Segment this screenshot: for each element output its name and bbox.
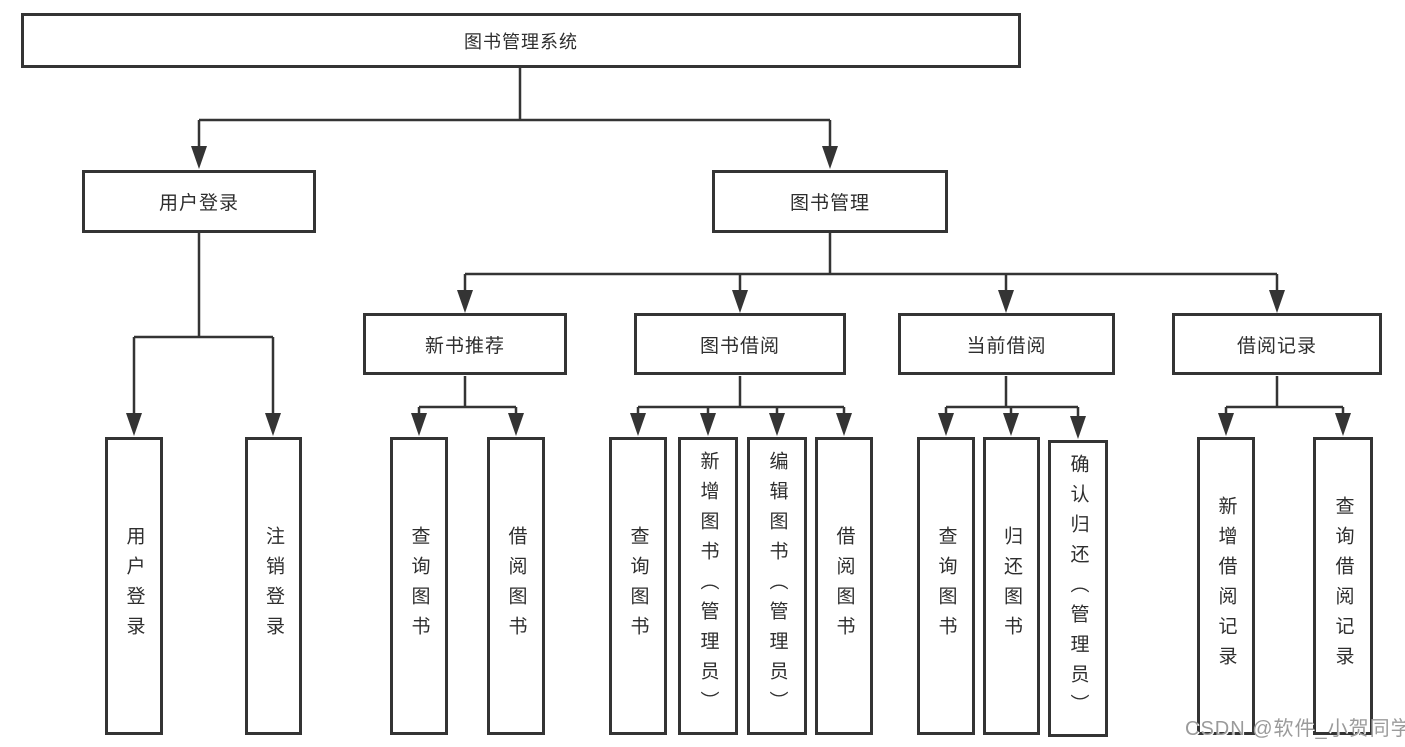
leaf-label: 归还图书 bbox=[1001, 526, 1022, 646]
node-book-management: 图书管理 bbox=[712, 170, 948, 233]
leaf-logout-login: 注销登录 bbox=[245, 437, 302, 735]
leaf-label: 查询借阅记录 bbox=[1332, 496, 1354, 676]
leaf-label: 查询图书 bbox=[408, 526, 430, 646]
leaf-label: 借阅图书 bbox=[505, 526, 527, 646]
leaf-label: 确认归还（管理员） bbox=[1067, 453, 1089, 724]
leaf-user-login: 用户登录 bbox=[105, 437, 163, 735]
node-new-book-recommendation: 新书推荐 bbox=[363, 313, 567, 375]
leaf-return-books: 归还图书 bbox=[983, 437, 1040, 735]
leaf-label: 查询图书 bbox=[935, 526, 957, 646]
leaf-borrow-books: 借阅图书 bbox=[815, 437, 873, 735]
leaf-edit-books-admin: 编辑图书（管理员） bbox=[747, 437, 807, 735]
node-borrowing-records: 借阅记录 bbox=[1172, 313, 1382, 375]
leaf-query-books-recommend: 查询图书 bbox=[390, 437, 448, 735]
leaf-add-borrow-record: 新增借阅记录 bbox=[1197, 437, 1255, 735]
node-book-borrowing: 图书借阅 bbox=[634, 313, 846, 375]
node-current-borrowing: 当前借阅 bbox=[898, 313, 1115, 375]
leaf-label: 借阅图书 bbox=[833, 526, 855, 646]
node-user-login: 用户登录 bbox=[82, 170, 316, 233]
leaf-borrow-books-recommend: 借阅图书 bbox=[487, 437, 545, 735]
leaf-query-borrow-record: 查询借阅记录 bbox=[1313, 437, 1373, 735]
csdn-watermark: CSDN @软件_小贺同学 bbox=[1185, 718, 1405, 740]
leaf-label: 注销登录 bbox=[263, 526, 284, 646]
leaf-label: 新增借阅记录 bbox=[1215, 496, 1237, 676]
leaf-label: 查询图书 bbox=[627, 526, 649, 646]
leaf-label: 新增图书（管理员） bbox=[697, 451, 719, 721]
node-library-management-system: 图书管理系统 bbox=[21, 13, 1021, 68]
leaf-query-books-current: 查询图书 bbox=[917, 437, 975, 735]
leaf-add-books-admin: 新增图书（管理员） bbox=[678, 437, 738, 735]
arrowheads bbox=[126, 146, 1351, 439]
leaf-label: 用户登录 bbox=[123, 526, 145, 646]
leaf-confirm-return-admin: 确认归还（管理员） bbox=[1048, 440, 1108, 737]
leaf-label: 编辑图书（管理员） bbox=[766, 451, 788, 721]
leaf-query-books-borrow: 查询图书 bbox=[609, 437, 667, 735]
